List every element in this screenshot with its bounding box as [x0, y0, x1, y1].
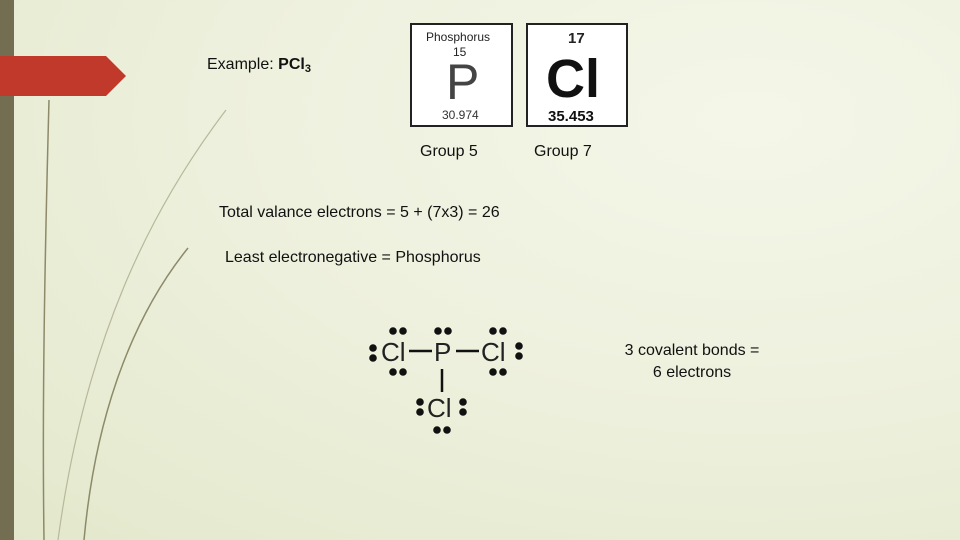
group-label-phosphorus: Group 5: [420, 143, 478, 160]
atomic-number: 15: [453, 45, 467, 59]
least-electronegative-text: Least electronegative = Phosphorus: [225, 249, 481, 266]
element-symbol: Cl: [546, 49, 600, 109]
lewis-cl-right: Cl: [481, 337, 506, 367]
element-name: Phosphorus: [426, 30, 491, 44]
atomic-mass: 35.453: [548, 108, 594, 125]
element-symbol: P: [446, 54, 480, 110]
lewis-structure: Cl P Cl Cl: [369, 327, 523, 434]
total-valence-text: Total valance electrons = 5 + (7x3) = 26: [219, 204, 500, 221]
element-tile-phosphorus: Phosphorus 15 P 30.974: [410, 23, 513, 127]
formula-main: PCl: [278, 56, 305, 73]
example-label: Example:: [207, 56, 279, 73]
lewis-cl-left: Cl: [381, 337, 406, 367]
bonds-note-line1: 3 covalent bonds =: [624, 342, 760, 359]
formula-subscript: 3: [304, 63, 311, 75]
element-tile-chlorine: 17 Cl 35.453: [526, 23, 628, 127]
arrow-marker: [0, 56, 126, 96]
lewis-p-center: P: [434, 337, 451, 367]
decorative-lines: [42, 99, 227, 540]
example-heading: Example: PCl3: [207, 56, 311, 75]
left-accent-bar: [0, 0, 14, 540]
lewis-cl-bottom: Cl: [427, 393, 452, 423]
atomic-mass: 30.974: [442, 108, 479, 122]
bonds-note-line2: 6 electrons: [652, 364, 732, 381]
atomic-number: 17: [568, 30, 585, 47]
group-label-chlorine: Group 7: [534, 143, 592, 160]
bonds-note: 3 covalent bonds = 6 electrons: [612, 340, 772, 384]
